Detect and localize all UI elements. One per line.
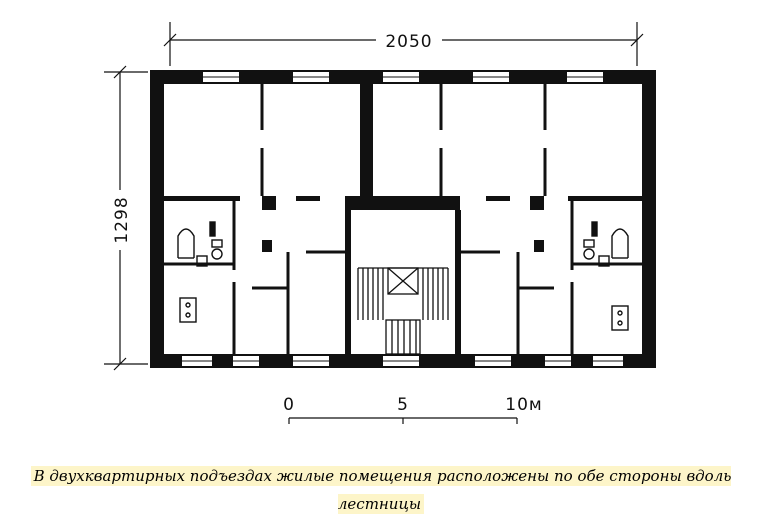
scale-tick-0: 0 [283, 395, 295, 415]
sink-right [598, 255, 610, 267]
bathtub-left [177, 228, 195, 259]
staircase [357, 267, 449, 355]
figure-caption: В двухквартирных подъездах жилые помещен… [10, 462, 752, 518]
scale-tick-5: 5 [397, 395, 409, 415]
caption-text: В двухквартирных подъездах жилые помещен… [30, 466, 732, 514]
top-windows [203, 72, 603, 82]
interior-bearing-walls [164, 84, 642, 354]
width-dimension-label: 2050 [385, 32, 432, 52]
partitions [164, 84, 642, 354]
bottom-windows [182, 356, 623, 366]
bathtub-right [611, 228, 629, 259]
depth-dimension-label: 1298 [112, 196, 132, 243]
stove-right [611, 305, 629, 331]
scale-bar [288, 417, 518, 424]
floor-plan-drawing: 2050 1298 [104, 22, 656, 424]
sink-left [196, 255, 208, 267]
stove-left [179, 297, 197, 323]
scale-tick-10m: 10м [505, 395, 542, 415]
exterior-walls [150, 70, 656, 368]
toilet-right [583, 221, 598, 260]
toilet-left [209, 221, 223, 260]
